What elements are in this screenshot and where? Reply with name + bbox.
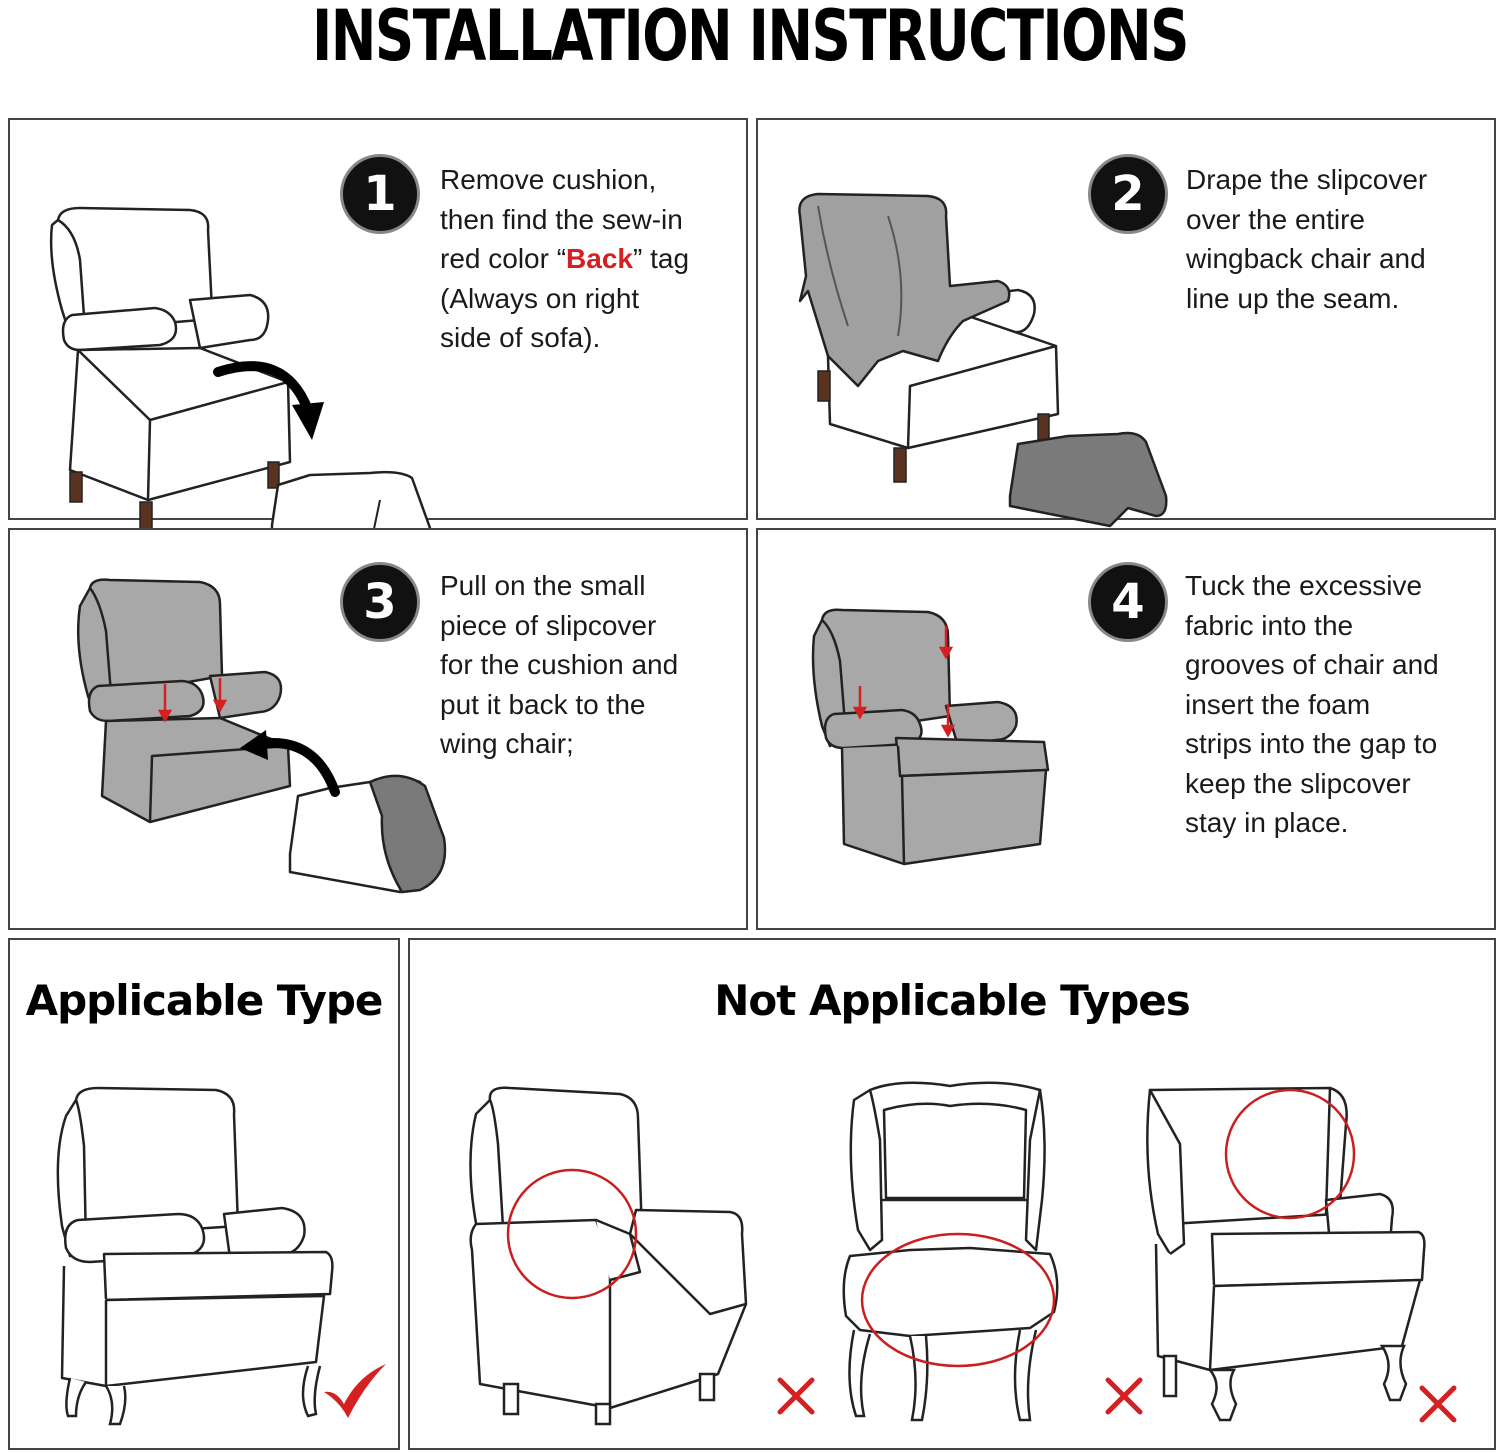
not-applicable-types-title: Not Applicable Types [714, 976, 1191, 1025]
step-1-line: side of sofa). [440, 322, 601, 353]
carved-frame-chair-illustration [842, 1081, 1059, 1422]
recliner-chair-illustration [469, 1086, 748, 1426]
step-3-instructions: Pull on the small piece of slipcover for… [440, 566, 678, 764]
step-4-line: insert the foam [1185, 688, 1371, 720]
step-1-instructions: Remove cushion, then find the sew-in red… [440, 160, 689, 358]
cross-icon [1105, 1377, 1143, 1415]
step-number-badge: 2 [1088, 154, 1168, 234]
step-4-line: keep the slipcover [1185, 767, 1411, 799]
draped-chair-illustration [798, 192, 1168, 528]
step-number-badge: 1 [340, 154, 420, 234]
step-3-panel: 3 Pull on the small piece of slipcover f… [8, 528, 748, 930]
step-4-line: Tuck the excessive [1185, 570, 1423, 601]
applicable-type-title: Applicable Type [25, 976, 384, 1025]
cross-icon [777, 1377, 815, 1415]
step-number-badge: 4 [1088, 562, 1168, 642]
cross-icon [1419, 1385, 1457, 1423]
step-4-line: stay in place. [1185, 807, 1349, 838]
step-4-line: strips into the gap to [1185, 728, 1438, 759]
step-1-line: then find the sew-in [440, 203, 683, 235]
applicable-type-panel: Applicable Type [8, 938, 400, 1450]
step-3-line: piece of slipcover [440, 609, 657, 641]
step-number-badge: 3 [340, 562, 420, 642]
step-1-line: (Always on right [440, 282, 640, 314]
not-applicable-types-panel: Not Applicable Types [408, 938, 1496, 1450]
step-3-line: put it back to the [440, 688, 646, 720]
back-tag-highlight: Back [566, 243, 633, 274]
covered-chair-cushion-illustration [76, 578, 447, 894]
step-2-line: wingback chair and [1186, 243, 1426, 274]
step-4-line: fabric into the [1185, 609, 1354, 641]
step-4-instructions: Tuck the excessive fabric into the groov… [1185, 566, 1439, 843]
step-2-line: line up the seam. [1186, 282, 1400, 314]
step-2-line: Drape the slipcover [1186, 164, 1428, 195]
step-1-line: red color “Back” tag [440, 243, 690, 274]
step-3-line: wing chair; [440, 728, 574, 759]
step-1-line: Remove cushion, [440, 164, 657, 195]
step-2-panel: 2 Drape the slipcover over the entire wi… [756, 118, 1496, 528]
step-3-line: Pull on the small [440, 570, 646, 601]
step-4-line: grooves of chair and [1185, 649, 1439, 680]
step-4-panel: 4 Tuck the excessive fabric into the gro… [756, 528, 1496, 930]
white-wingback-chair-illustration [49, 206, 432, 552]
page-title: INSTALLATION INSTRUCTIONS [312, 0, 1189, 77]
step-3-line: for the cushion and [440, 649, 679, 680]
step-2-instructions: Drape the slipcover over the entire wing… [1186, 160, 1427, 318]
fitted-chair-illustration [811, 608, 1050, 866]
step-1-panel: 1 Remove cushion, then find the sew-in r… [8, 118, 748, 552]
check-icon [324, 1364, 386, 1418]
step-2-line: over the entire [1186, 203, 1365, 235]
flat-back-chair-illustration [1146, 1086, 1426, 1422]
applicable-chair-illustration [56, 1086, 334, 1426]
